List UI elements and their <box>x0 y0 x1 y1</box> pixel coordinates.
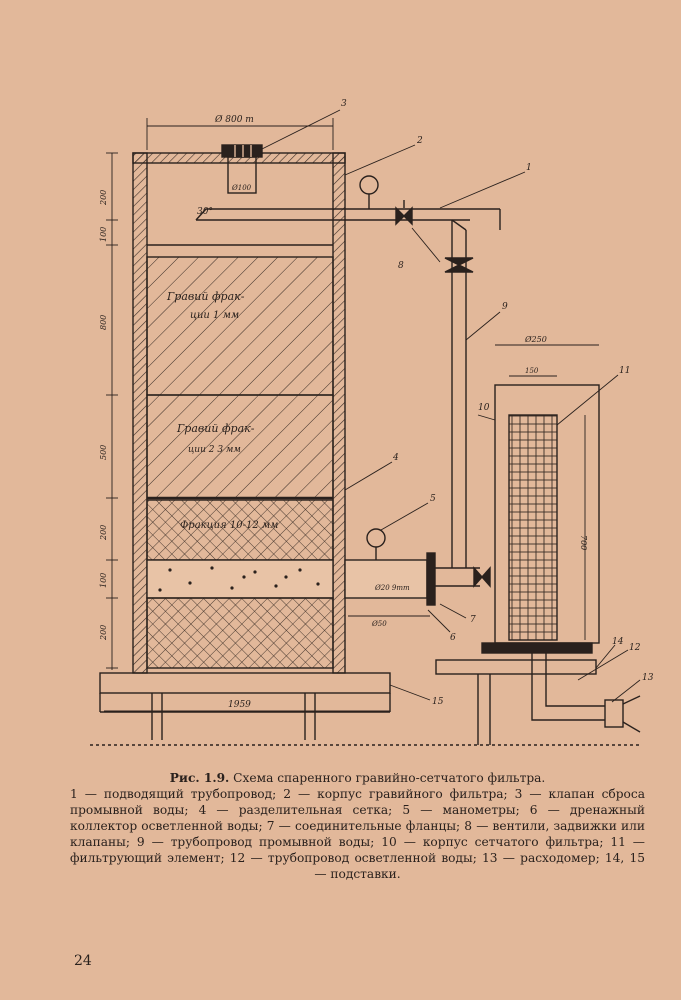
callout-6: 6 <box>450 633 456 643</box>
figure-label: Рис. 1.9. <box>169 771 230 785</box>
page-number: 24 <box>74 953 92 969</box>
dim-base-width: 1959 <box>228 700 251 710</box>
dim-height-5: 200 <box>99 525 108 541</box>
callout-7: 7 <box>470 615 476 625</box>
layer-2-line-2: ции 2 3 мм <box>188 445 241 455</box>
filter-schematic: Ø 800 т Ø100 30° 200 100 800 500 200 100… <box>90 99 654 746</box>
dim-height-3: 800 <box>99 315 108 330</box>
gravel-layer-1mm <box>146 256 334 396</box>
mesh-filter-body <box>481 384 600 654</box>
dim-height-2: 100 <box>99 227 108 242</box>
dim-top-diameter: Ø 800 т <box>214 114 254 125</box>
callout-8: 8 <box>398 261 404 271</box>
callout-4: 4 <box>392 453 399 463</box>
dim-height-4: 500 <box>99 445 108 460</box>
dim-outlet-diameter: Ø50 <box>371 620 387 628</box>
clean-water-pipe <box>531 653 605 721</box>
callout-1: 1 <box>526 163 532 173</box>
valve-8 <box>444 257 474 273</box>
bottom-support-layer <box>146 597 334 669</box>
dim-drain-holes: Ø20 9тт <box>374 584 410 592</box>
dim-valve-diameter: Ø100 <box>231 184 252 192</box>
flowmeter <box>604 695 641 733</box>
gravel-layer-2-3mm <box>146 394 334 499</box>
gravel-layer-10-12mm <box>146 499 334 561</box>
gravel-filter-body <box>132 152 346 674</box>
layer-1-line-1: Гравий фрак- <box>166 290 245 303</box>
dim-height-1: 200 <box>99 190 108 206</box>
stand-14 <box>435 659 597 745</box>
callout-13: 13 <box>642 673 654 683</box>
figure-title: Схема спаренного гравийно-сетчатого филь… <box>233 771 546 785</box>
dim-net-height: 700 <box>579 535 588 550</box>
callout-14: 14 <box>612 637 624 647</box>
drainage-collector <box>146 559 334 599</box>
wash-water-pipe <box>451 219 467 568</box>
valve-lower <box>473 566 491 588</box>
callout-3: 3 <box>341 99 347 109</box>
stand-15 <box>99 672 391 740</box>
layer-2-line-1: Гравий фрак- <box>176 422 255 435</box>
inlet-pipe <box>195 208 501 230</box>
dim-angle: 30° <box>197 207 213 217</box>
pressure-gauge-lower <box>366 528 386 560</box>
drainage-holes <box>158 566 320 592</box>
figure-legend: 1 — подводящий трубопровод; 2 — корпус г… <box>70 787 645 881</box>
dimension-labels: Ø 800 т Ø100 30° 200 100 800 500 200 100… <box>99 114 588 710</box>
inlet-valve <box>395 200 413 226</box>
dim-net-outer: Ø250 <box>524 335 547 344</box>
dim-height-6: 100 <box>99 573 108 588</box>
callout-numbers: 1 2 3 4 5 6 7 8 9 10 11 12 13 14 15 <box>341 99 654 707</box>
layer-1-line-2: ции 1 мм <box>190 310 239 321</box>
pressure-gauge-top <box>359 175 379 209</box>
callout-11: 11 <box>619 366 630 376</box>
callout-5: 5 <box>430 494 436 504</box>
callout-12: 12 <box>629 643 641 653</box>
dim-net-inner: 150 <box>525 367 539 375</box>
drain-outlet-pipe <box>344 552 480 606</box>
dimension-lines <box>104 118 599 712</box>
layer-3-label: Фракция 10-12 мм <box>180 520 278 531</box>
callout-2: 2 <box>416 136 423 146</box>
dim-height-7: 200 <box>99 625 108 641</box>
callout-9: 9 <box>502 302 508 312</box>
figure-caption: Рис. 1.9. Схема спаренного гравийно-сетч… <box>70 770 645 882</box>
leader-lines <box>259 109 641 703</box>
callout-10: 10 <box>478 403 490 413</box>
callout-15: 15 <box>432 697 444 707</box>
flush-valve <box>221 144 263 194</box>
layer-labels: Гравий фрак- ции 1 мм Гравий фрак- ции 2… <box>166 290 278 531</box>
